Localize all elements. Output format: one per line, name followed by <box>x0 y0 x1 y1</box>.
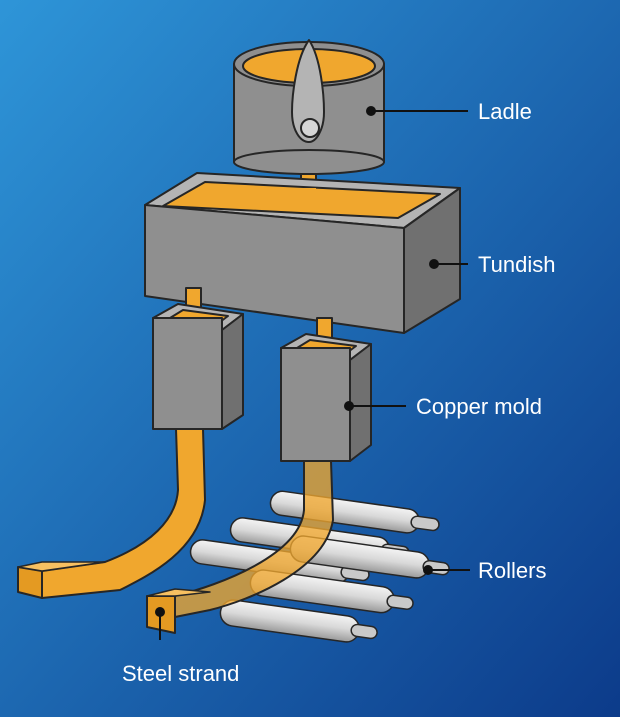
ladle-marker <box>366 106 376 116</box>
copper-mold-label: Copper mold <box>416 394 542 419</box>
roller <box>219 599 378 643</box>
left-steel-strand <box>17 428 206 599</box>
ladle-label: Ladle <box>478 99 532 124</box>
left-copper-mold <box>152 303 244 430</box>
leader-lines <box>155 106 470 640</box>
steel-strand-label: Steel strand <box>122 661 239 686</box>
copper-mold-marker <box>344 401 354 411</box>
steel-strand-marker <box>155 607 165 617</box>
tundish-stream <box>301 188 316 210</box>
rollers-marker <box>423 565 433 575</box>
right-copper-mold <box>280 333 372 462</box>
right-steel-strand <box>146 460 334 634</box>
tundish-label: Tundish <box>478 252 555 277</box>
rollers-label: Rollers <box>478 558 546 583</box>
tundish-marker <box>429 259 439 269</box>
roller <box>249 569 414 614</box>
ladle <box>233 39 385 175</box>
